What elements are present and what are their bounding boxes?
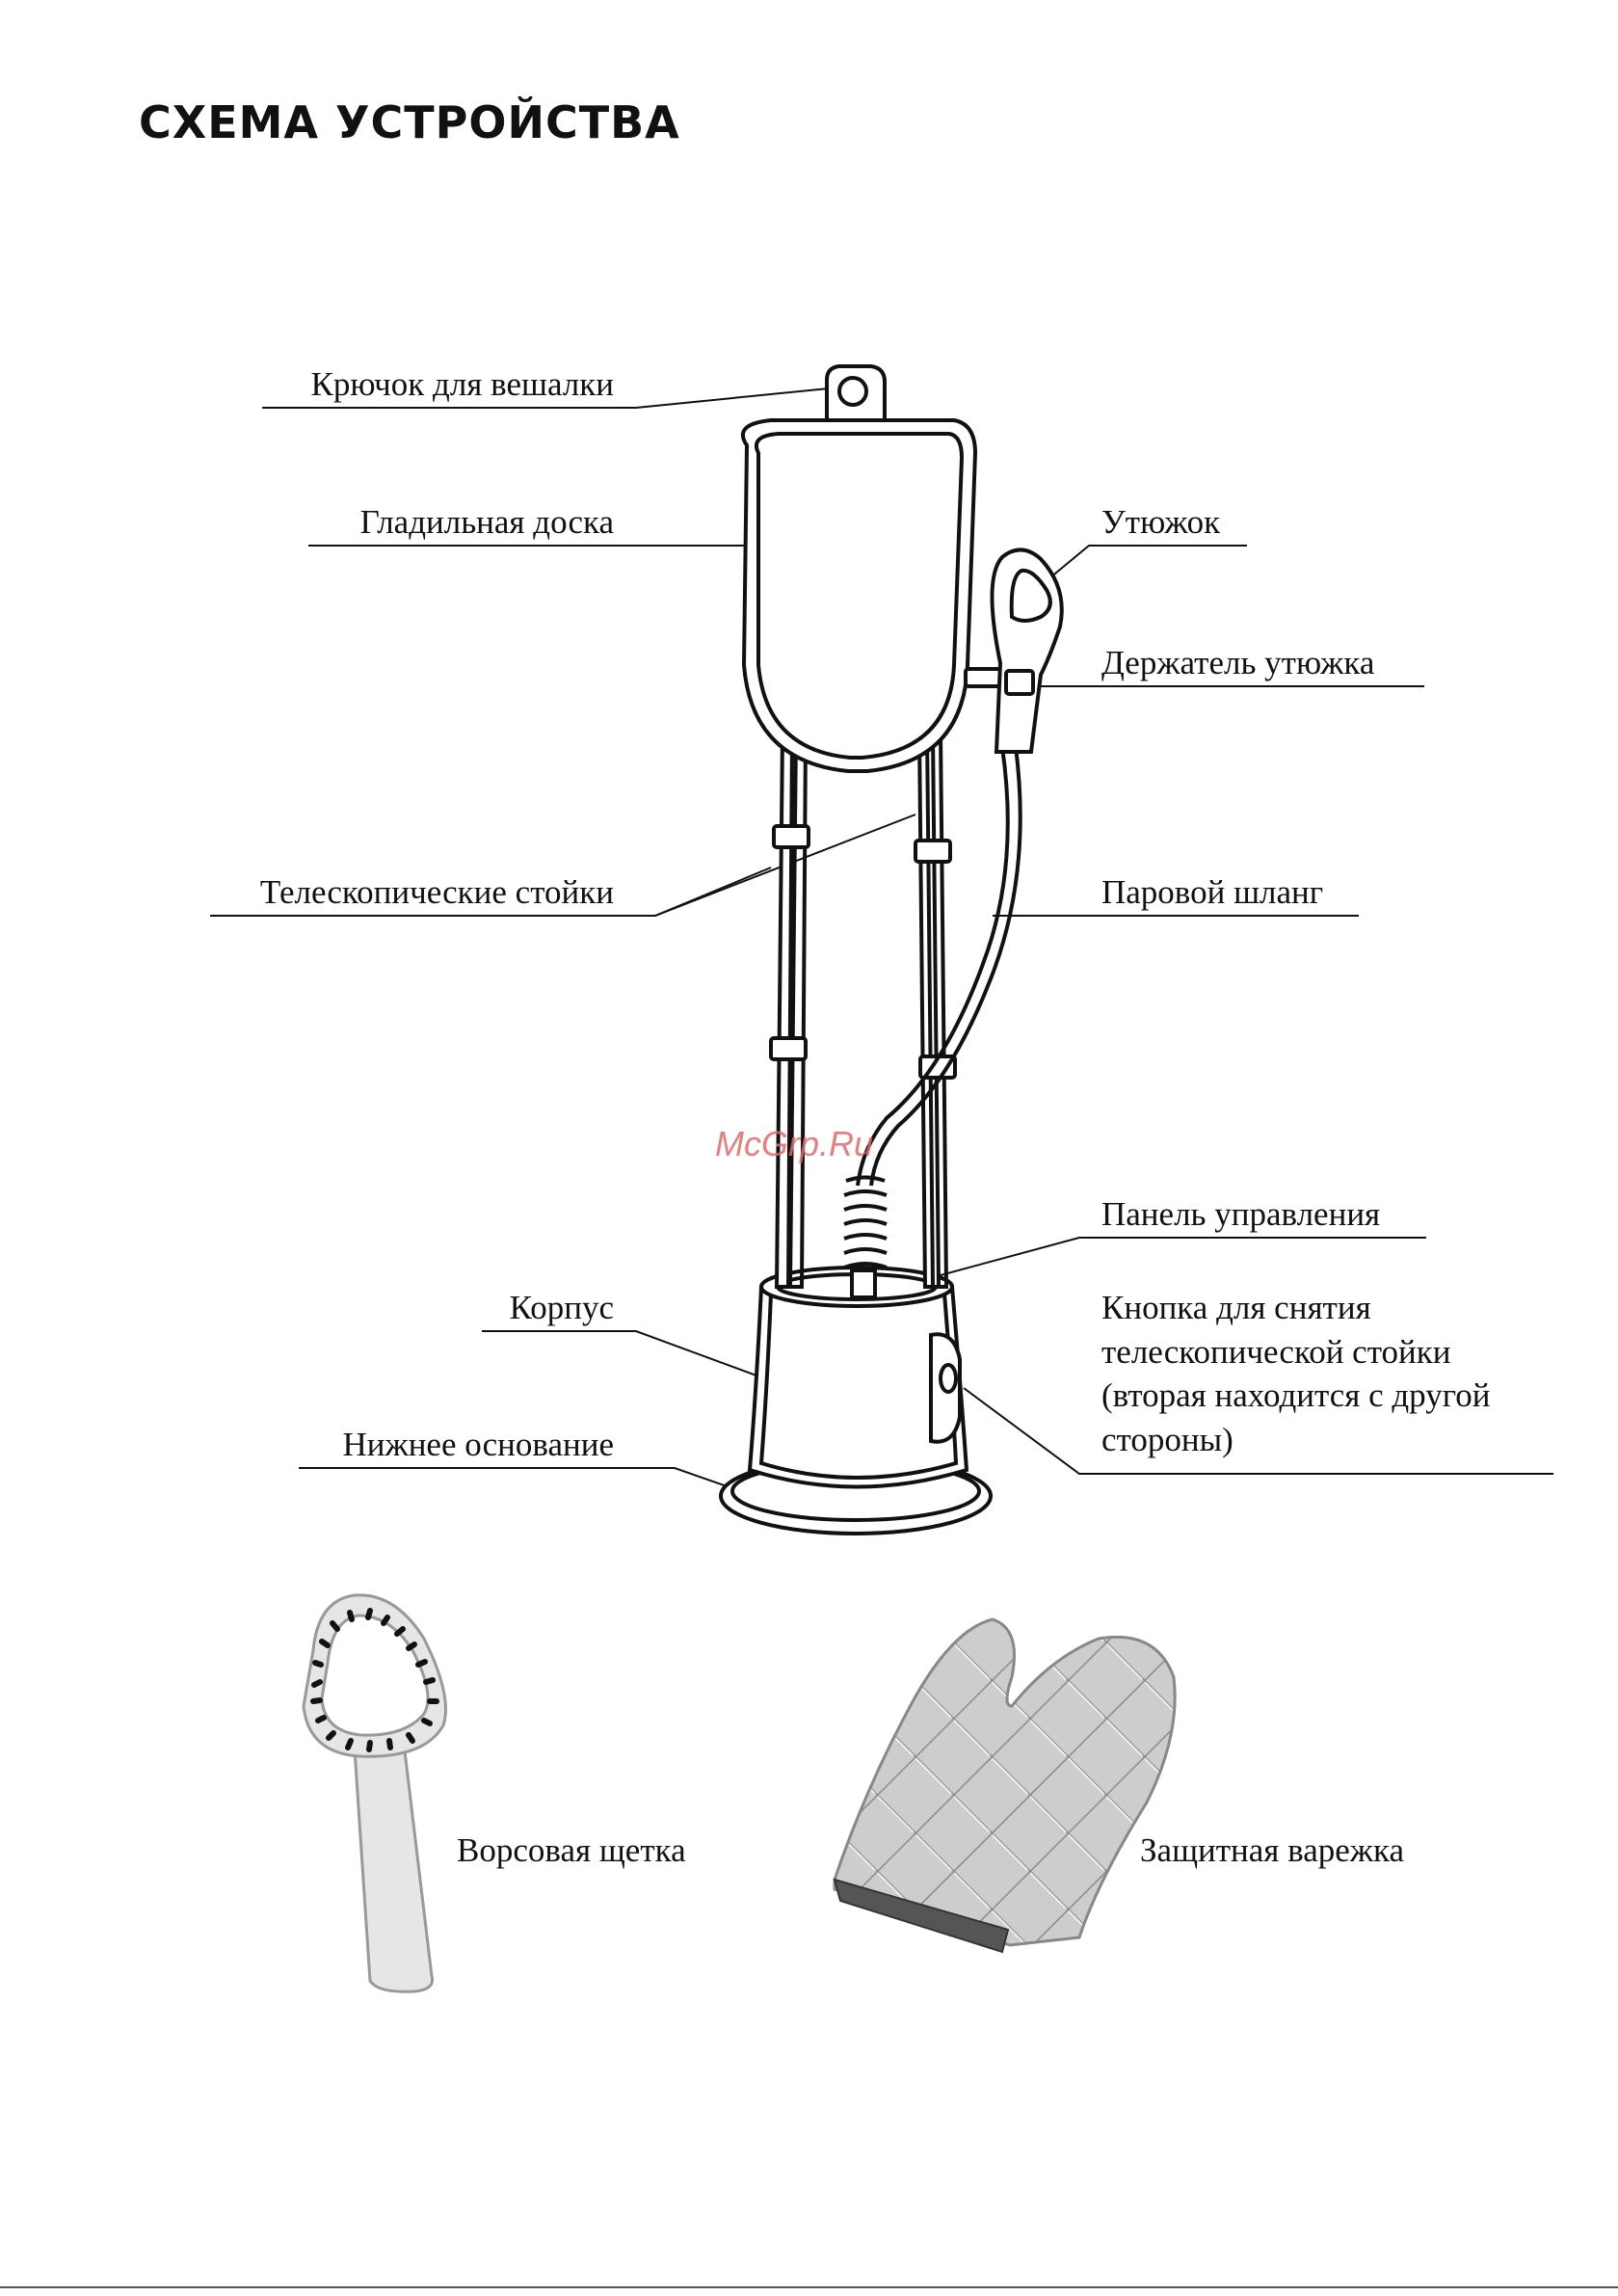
label-telescopic-poles: Телескопические стойки — [210, 870, 614, 915]
ironing-board-shape — [743, 366, 1020, 771]
label-base: Нижнее основание — [299, 1423, 614, 1467]
label-control-panel: Панель управления — [1101, 1192, 1380, 1237]
iron-shape — [992, 549, 1061, 752]
label-release-button: Кнопка для снятия телескопической стойки… — [1101, 1286, 1490, 1461]
label-body: Корпус — [482, 1286, 614, 1330]
label-iron-holder: Держатель утюжка — [1101, 641, 1374, 685]
label-iron: Утюжок — [1101, 500, 1220, 545]
bottom-rule — [0, 2286, 1618, 2288]
body-shape — [750, 1268, 967, 1487]
mitten-shape — [835, 1619, 1175, 1952]
label-ironing-board: Гладильная доска — [308, 500, 614, 545]
label-mitten: Защитная варежка — [1140, 1829, 1404, 1873]
brush-shape — [304, 1595, 446, 1991]
label-hook: Крючок для вешалки — [262, 362, 614, 407]
poles-shape — [771, 733, 955, 1287]
label-brush: Ворсовая щетка — [457, 1829, 686, 1873]
label-steam-hose: Паровой шланг — [1101, 870, 1323, 915]
watermark: McGrp.Ru — [715, 1124, 873, 1164]
